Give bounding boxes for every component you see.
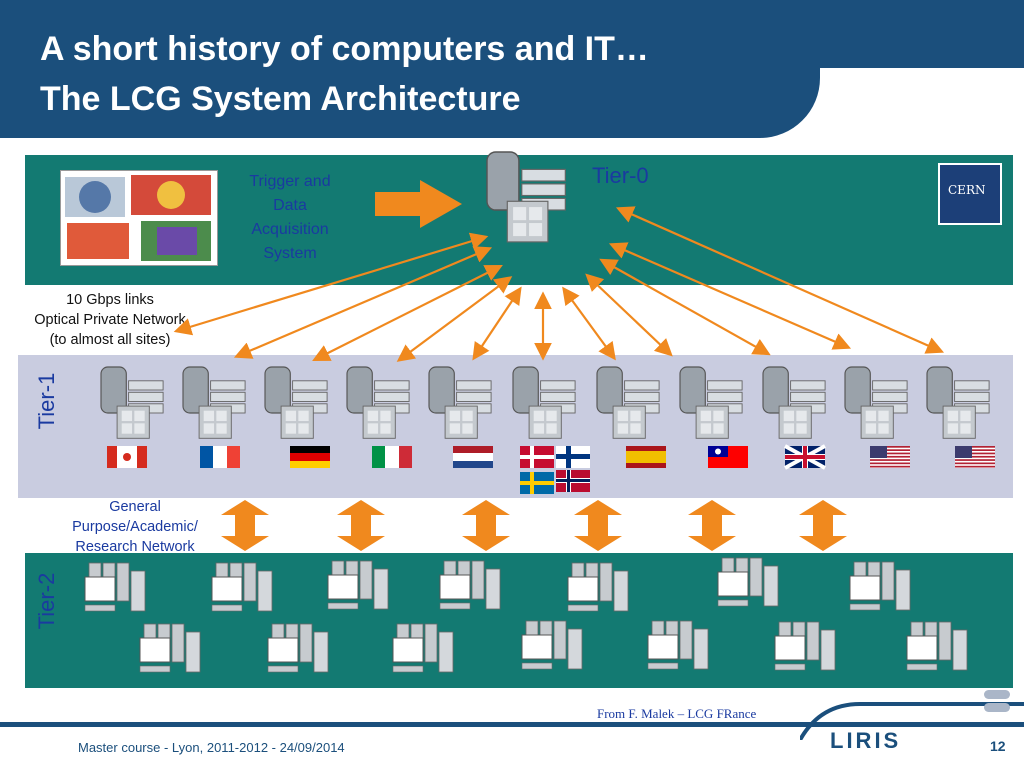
source-credit: From F. Malek – LCG FRance <box>597 706 757 721</box>
tier2-workstation <box>392 623 454 673</box>
slide-title-line1: A short history of computers and IT… <box>40 30 649 68</box>
trigger-line2: Data <box>273 197 307 214</box>
tier1-server <box>762 366 826 439</box>
network-arrows <box>221 500 847 551</box>
tier1-server <box>596 366 660 439</box>
tier2-workstation <box>211 562 273 612</box>
tier2-workstation <box>774 621 836 671</box>
tier-link <box>615 206 945 354</box>
tier1-server <box>679 366 743 439</box>
flag-netherlands <box>453 446 493 468</box>
liris-logo: LIRIS <box>830 728 902 753</box>
detector-image <box>60 170 218 266</box>
network-arrow <box>688 500 736 551</box>
tier2-workstation <box>717 557 779 607</box>
tier1-server <box>844 366 908 439</box>
footer-text: Master course - Lyon, 2011-2012 - 24/09/… <box>78 740 345 755</box>
network-line2: Purpose/Academic/ <box>72 519 198 535</box>
network-arrow <box>462 500 510 551</box>
footer-bar <box>0 722 1024 727</box>
tier2-workstation <box>647 620 709 670</box>
flag-canada <box>107 446 147 468</box>
network-line3: Research Network <box>75 539 195 555</box>
tier0-label: Tier-0 <box>592 163 649 188</box>
page-number: 12 <box>990 738 1006 754</box>
slide-title-line2: The LCG System Architecture <box>40 80 521 118</box>
title-bar <box>0 0 820 138</box>
tier2-workstations <box>84 557 968 673</box>
tier1-server <box>926 366 990 439</box>
flag-usa <box>870 446 910 468</box>
network-arrow <box>337 500 385 551</box>
tier1-server <box>512 366 576 439</box>
tier2-workstation <box>84 562 146 612</box>
links-note: 10 Gbps links Optical Private Network (t… <box>10 290 210 350</box>
links-line3: (to almost all sites) <box>49 332 171 348</box>
tier-link <box>562 286 616 361</box>
flag-usa <box>955 446 995 468</box>
flag-spain <box>626 446 666 468</box>
flag-france <box>200 446 240 468</box>
tier0-server-cluster <box>486 151 566 243</box>
slide-decoration <box>984 690 1010 716</box>
flag-italy <box>372 446 412 468</box>
links-line1: 10 Gbps links <box>66 292 154 308</box>
footer-curve <box>800 702 1024 740</box>
network-arrow <box>221 500 269 551</box>
flag-united-kingdom <box>784 444 826 470</box>
links-line2: Optical Private Network <box>34 312 186 328</box>
network-note: General Purpose/Academic/ Research Netwo… <box>40 497 230 557</box>
tier2-workstation <box>139 623 201 673</box>
tier2-workstation <box>521 620 583 670</box>
tier-link <box>472 286 522 361</box>
tier2-workstation <box>267 623 329 673</box>
tier1-server <box>182 366 246 439</box>
network-line1: General <box>109 499 161 515</box>
tier0-tier1-links <box>173 206 945 362</box>
tier-link <box>312 265 503 361</box>
tier2-workstation <box>849 561 911 611</box>
tier1-server <box>264 366 328 439</box>
tier2-workstation <box>327 560 389 610</box>
tier1-server <box>100 366 164 439</box>
tier1-servers <box>100 366 990 439</box>
tier2-workstation <box>567 562 629 612</box>
network-arrow <box>799 500 847 551</box>
flag-taiwan <box>708 446 748 468</box>
tier1-server <box>428 366 492 439</box>
tier0-server <box>486 151 566 243</box>
tier-link <box>396 276 513 362</box>
tier2-workstation <box>906 621 968 671</box>
cern-logo: CERN <box>938 163 1002 225</box>
flag-nordic <box>520 446 590 494</box>
cern-logo-text: CERN <box>948 183 986 197</box>
daq-to-tier0-arrow <box>375 180 462 228</box>
trigger-line1: Trigger and <box>249 173 331 190</box>
tier-link <box>233 246 493 359</box>
tier-link <box>608 242 852 350</box>
flag-germany <box>290 446 330 468</box>
tier1-flags <box>107 444 995 494</box>
tier1-server <box>346 366 410 439</box>
network-arrow <box>574 500 622 551</box>
tier2-workstation <box>439 560 501 610</box>
